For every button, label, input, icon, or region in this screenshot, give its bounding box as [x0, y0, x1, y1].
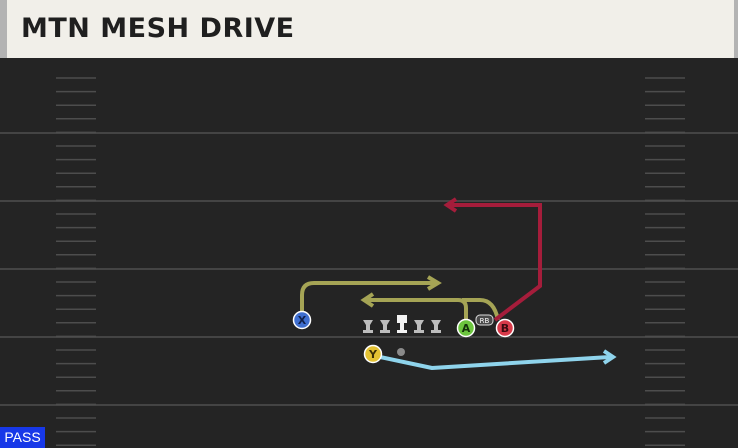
route-y-arrowhead — [602, 349, 617, 365]
player-y: Y — [363, 344, 383, 364]
player-b-label: B — [501, 322, 509, 335]
player-a-label: A — [462, 322, 471, 335]
route-y — [379, 355, 611, 370]
quarterback-marker — [397, 348, 405, 356]
players: X A RB B Y — [292, 310, 515, 364]
lineman-center — [397, 315, 407, 333]
lineman-left-tackle — [363, 320, 373, 333]
route-a-arrowhead — [360, 292, 375, 308]
football-field: X A RB B Y — [0, 58, 738, 448]
route-x-arrowhead — [426, 275, 442, 291]
offensive-line — [363, 315, 441, 333]
lineman-right-tackle — [431, 320, 441, 333]
route-b-arrowhead — [443, 197, 458, 213]
play-title: MTN MESH DRIVE — [21, 13, 295, 44]
lineman-left-guard — [380, 320, 390, 333]
yard-lines — [0, 132, 738, 406]
player-a: A — [456, 318, 476, 338]
player-rb: RB — [475, 314, 494, 326]
field-background — [0, 58, 738, 448]
player-y-label: Y — [368, 348, 378, 361]
route-x — [300, 281, 436, 315]
title-bar: MTN MESH DRIVE — [0, 0, 738, 58]
player-b: B — [495, 318, 515, 338]
play-type-badge: PASS — [0, 427, 45, 448]
player-x: X — [292, 310, 312, 330]
hash-marks — [56, 77, 685, 446]
player-x-label: X — [298, 314, 307, 327]
routes — [300, 197, 617, 370]
lineman-right-guard — [414, 320, 424, 333]
player-rb-label: RB — [480, 317, 490, 325]
route-b — [449, 203, 542, 322]
